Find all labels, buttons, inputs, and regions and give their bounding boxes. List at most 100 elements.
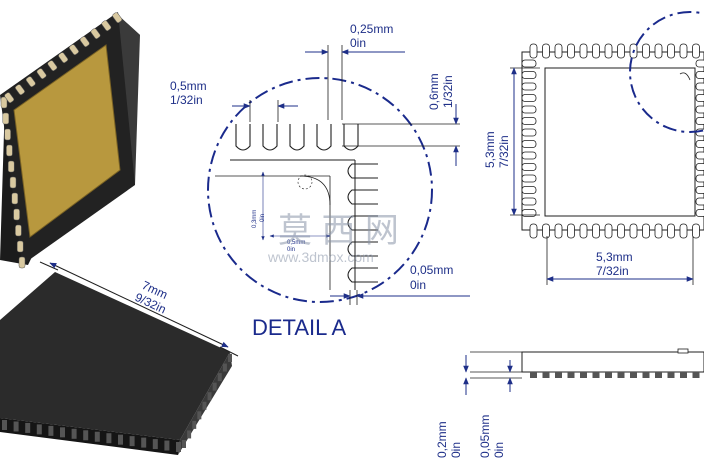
iso-pin bbox=[164, 440, 170, 451]
top-pin bbox=[695, 186, 704, 194]
top-pin bbox=[521, 105, 537, 114]
iso-body-front-face bbox=[0, 418, 180, 455]
top-pin bbox=[592, 223, 600, 239]
iso-pin bbox=[69, 44, 79, 55]
side-pin bbox=[630, 372, 637, 378]
detail-pins-top bbox=[235, 124, 359, 151]
iso-pin bbox=[60, 427, 65, 438]
top-pin bbox=[667, 223, 675, 239]
top-pin bbox=[521, 197, 537, 206]
iso-pin bbox=[202, 401, 207, 410]
top-pin bbox=[567, 43, 575, 59]
top-pin bbox=[521, 151, 537, 160]
watermark: 莫 西 网 www.3dmox.com bbox=[267, 212, 399, 265]
detail-title: DETAIL A bbox=[252, 315, 346, 340]
iso-pin bbox=[2, 420, 7, 430]
iso-pin bbox=[15, 224, 22, 237]
iso-pin bbox=[112, 12, 122, 23]
iso-pin bbox=[15, 84, 25, 95]
side-pin bbox=[542, 372, 550, 378]
iso-width-dim-line bbox=[49, 262, 229, 348]
detail-pin bbox=[262, 124, 278, 151]
iso-pin bbox=[25, 76, 36, 87]
top-pin bbox=[642, 43, 650, 59]
top-pin bbox=[692, 223, 700, 239]
top-pin bbox=[542, 223, 550, 239]
top-pin bbox=[592, 43, 600, 59]
iso-pin bbox=[152, 439, 158, 450]
iso-pin bbox=[18, 256, 26, 269]
iso-pin bbox=[217, 373, 222, 382]
side-pin bbox=[530, 372, 537, 378]
iso-pin bbox=[222, 363, 227, 372]
side-pin bbox=[617, 372, 625, 378]
detail-circle bbox=[207, 77, 433, 303]
top-pin bbox=[521, 59, 537, 68]
iso-chip-pins bbox=[0, 12, 122, 269]
small-a-mm: 0,3mm bbox=[252, 210, 258, 228]
top-pin bbox=[629, 223, 638, 239]
top-view: 5,3mm 7/32in 5,3mm 7/32in bbox=[483, 11, 704, 285]
top-pin bbox=[695, 140, 704, 148]
iso-pin bbox=[13, 208, 20, 221]
iso-pin bbox=[212, 382, 217, 391]
side-pin bbox=[605, 372, 612, 378]
iso-pin bbox=[207, 392, 212, 401]
top-view-body bbox=[521, 51, 704, 231]
side-view-body bbox=[521, 351, 704, 373]
top-pin bbox=[604, 43, 613, 59]
iso-chip-bottom: 7mm 9/32in bbox=[0, 261, 239, 455]
exposed-pad bbox=[13, 44, 121, 238]
iso-pin bbox=[0, 96, 8, 109]
side-pin bbox=[642, 372, 650, 378]
iso-pin bbox=[47, 60, 58, 71]
detail-a: 0,5mm 1/32in 0,25mm 0in 0,6mm 1/32in 0,3… bbox=[170, 22, 470, 340]
pin-width-in: 0in bbox=[350, 36, 366, 50]
top-pin bbox=[567, 223, 575, 239]
top-pin bbox=[554, 223, 563, 239]
side-pin bbox=[655, 372, 662, 378]
detail-pin bbox=[347, 189, 378, 205]
iso-pin bbox=[36, 68, 47, 79]
side-pin bbox=[567, 372, 575, 378]
gap-in: 0in bbox=[410, 278, 426, 292]
detail-pin bbox=[316, 124, 332, 151]
top-pin bbox=[617, 43, 625, 59]
top-pin bbox=[695, 174, 704, 183]
top-pin bbox=[695, 209, 704, 217]
top-pin bbox=[521, 186, 537, 194]
iso-pin bbox=[192, 420, 197, 429]
top-pin bbox=[679, 43, 688, 59]
top-pin bbox=[642, 223, 650, 239]
top-pin bbox=[695, 197, 704, 206]
top-pin bbox=[521, 117, 537, 125]
pad-height-mm: 5,3mm bbox=[483, 131, 497, 168]
iso-pin bbox=[141, 437, 147, 448]
iso-pin bbox=[36, 424, 42, 435]
side-pin bbox=[592, 372, 600, 378]
top-pin bbox=[692, 43, 700, 59]
iso-pin bbox=[7, 160, 15, 173]
iso-pin bbox=[228, 354, 232, 362]
detail-pins-right bbox=[347, 163, 378, 283]
iso-pin bbox=[106, 433, 112, 444]
iso-pin bbox=[9, 176, 17, 189]
side-view-pins bbox=[530, 348, 700, 378]
pitch-mm: 0,5mm bbox=[170, 79, 207, 93]
top-pin bbox=[521, 82, 537, 91]
pin-length-in: 1/32in bbox=[441, 75, 455, 108]
top-view-pins-horizontal bbox=[529, 43, 700, 239]
iso-pin bbox=[90, 28, 101, 39]
top-pin bbox=[521, 128, 537, 137]
side-pin bbox=[580, 372, 587, 378]
iso-pin bbox=[187, 430, 192, 439]
iso-pin bbox=[48, 425, 54, 436]
iso-pin bbox=[11, 192, 19, 205]
detail-pin bbox=[347, 241, 378, 257]
iso-pin bbox=[4, 92, 14, 103]
small-a-in: 0in bbox=[260, 214, 266, 222]
watermark-url: www.3dmox.com bbox=[267, 249, 374, 265]
top-view-pad bbox=[544, 67, 696, 217]
iso-pin bbox=[58, 52, 68, 63]
top-pin bbox=[579, 43, 588, 59]
